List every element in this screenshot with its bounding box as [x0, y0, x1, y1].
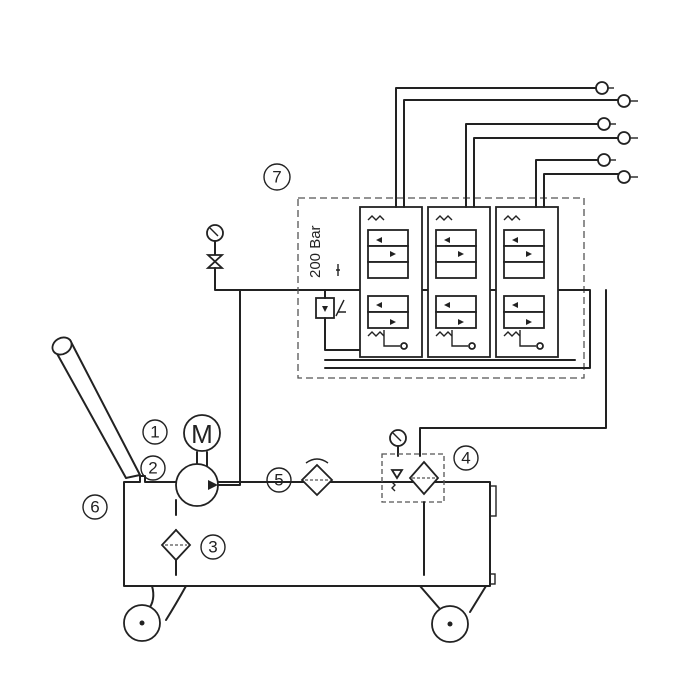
- manifold-boundary: [297, 197, 585, 379]
- breather-filter: [300, 458, 334, 497]
- directional-valve-2: [427, 206, 491, 358]
- motor-label: M: [191, 419, 213, 449]
- suction-filter: [160, 499, 192, 576]
- quick-coupling-4: [617, 131, 638, 145]
- directional-valve-1: [359, 206, 423, 358]
- pump-arrow-icon: [208, 480, 218, 490]
- callout-2: 2: [140, 455, 166, 481]
- right-wheel-hub: [447, 621, 453, 627]
- quick-coupling-5: [597, 153, 616, 167]
- svg-text:3: 3: [208, 538, 217, 557]
- callout-1: 1: [142, 419, 168, 445]
- svg-text:7: 7: [272, 168, 281, 187]
- relief-spring-icon: [335, 299, 346, 317]
- callout-7: 7: [263, 163, 291, 191]
- bypass-check-valve-icon: [390, 469, 404, 480]
- svg-text:2: 2: [148, 459, 157, 478]
- svg-text:5: 5: [274, 471, 283, 490]
- outlet-lines: [395, 81, 638, 208]
- callouts: 1 2 3 4 5 6 7: [82, 163, 479, 560]
- return-filter-housing: [381, 453, 445, 503]
- callout-5: 5: [266, 467, 292, 493]
- quick-coupling-6: [617, 170, 638, 184]
- electric-motor: [183, 414, 221, 452]
- left-wheel-hub: [139, 620, 145, 626]
- svg-text:6: 6: [90, 498, 99, 517]
- directional-valve-3: [495, 206, 559, 358]
- quick-coupling-1: [595, 81, 614, 95]
- svg-text:4: 4: [461, 449, 470, 468]
- tank-side-cap-2: [489, 573, 496, 585]
- tank-side-cap: [489, 485, 497, 517]
- callout-6: 6: [82, 494, 108, 520]
- valve-manifold: 200 Bar: [297, 197, 591, 379]
- gauge-isolation-valve-icon: [205, 254, 225, 269]
- cart-handle: [54, 339, 141, 479]
- pressure-setting-label: 200 Bar: [307, 225, 324, 278]
- return-filter-assembly: [381, 289, 607, 576]
- cart-handle-grip: [51, 336, 73, 356]
- cart: [51, 336, 497, 643]
- quick-coupling-3: [597, 117, 616, 131]
- callout-3: 3: [200, 534, 226, 560]
- quick-coupling-2: [617, 94, 638, 108]
- motor-pump: M: [175, 289, 241, 507]
- callout-4: 4: [453, 445, 479, 471]
- svg-text:1: 1: [150, 423, 159, 442]
